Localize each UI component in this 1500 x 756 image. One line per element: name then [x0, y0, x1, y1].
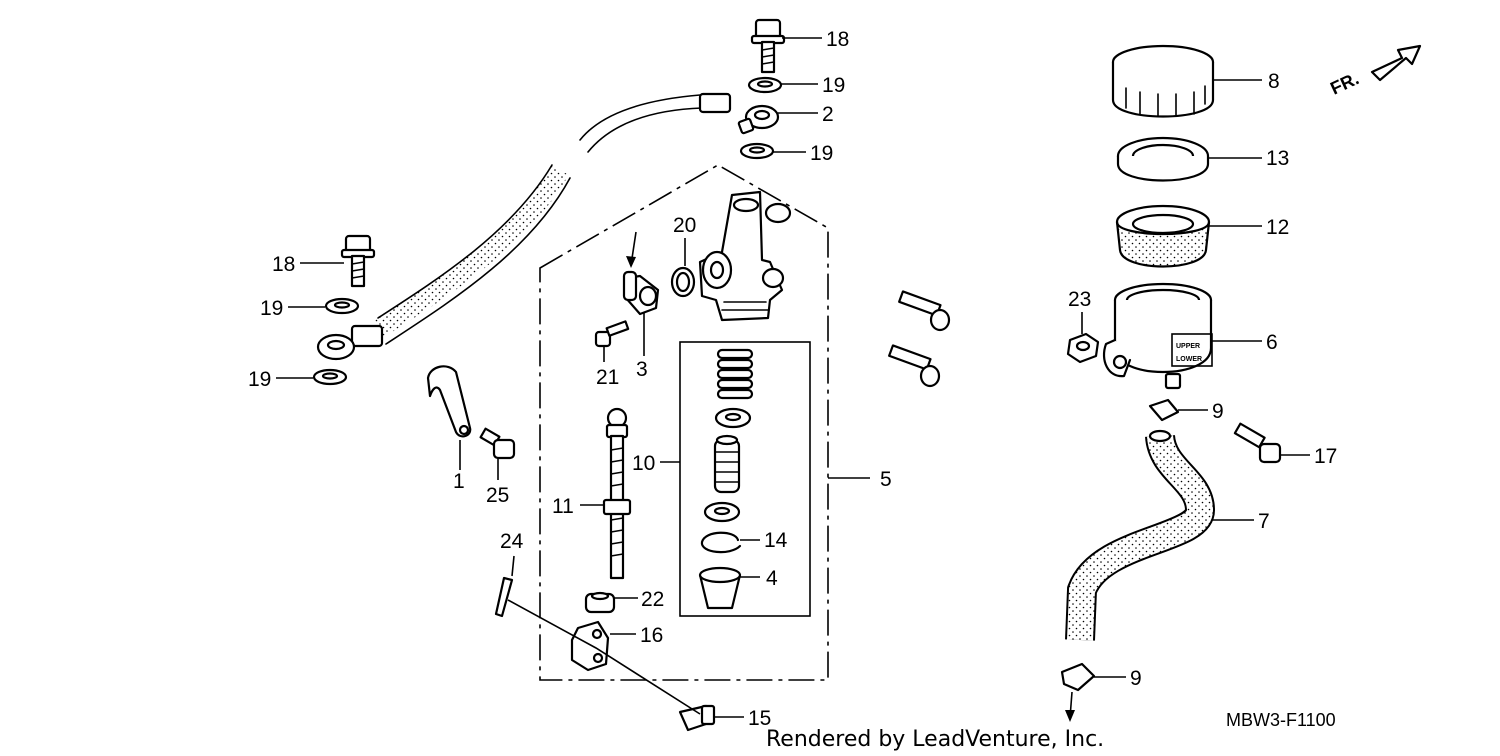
piston-set-frame	[679, 341, 811, 617]
reservoir-cap[interactable]	[1111, 44, 1215, 118]
callout-8: 8	[1268, 70, 1280, 93]
master-cylinder-assembly-boundary	[539, 164, 829, 681]
callout-21: 21	[596, 366, 619, 389]
pin-alignment-line	[507, 599, 701, 715]
callout-23: 23	[1068, 288, 1091, 311]
callout-3: 3	[636, 358, 648, 381]
banjo-fitting-top[interactable]	[737, 104, 780, 135]
snap-ring[interactable]	[700, 531, 742, 554]
callout-1: 1	[453, 470, 465, 493]
push-rod-joint[interactable]	[570, 620, 610, 672]
callout-16: 16	[640, 624, 663, 647]
callout-14: 14	[764, 529, 788, 552]
sealing-washer-top-2[interactable]	[739, 142, 775, 160]
push-rod[interactable]	[602, 407, 632, 580]
cotter-pin[interactable]	[494, 576, 514, 618]
callout-15: 15	[748, 707, 771, 730]
joint-screw[interactable]	[594, 320, 630, 348]
brake-hose[interactable]	[350, 92, 732, 348]
callout-19-top-1: 19	[822, 74, 845, 97]
callout-9-top: 9	[1212, 400, 1224, 423]
callout-18-left: 18	[272, 253, 295, 276]
union-bolt-top[interactable]	[750, 18, 786, 74]
front-marker-label: FR.	[1327, 68, 1362, 98]
callout-20: 20	[673, 214, 696, 237]
o-ring[interactable]	[670, 266, 696, 298]
hose-clip-bottom[interactable]	[1060, 662, 1096, 722]
callout-11: 11	[552, 495, 574, 518]
callout-19-left-1: 19	[260, 297, 283, 320]
callout-25: 25	[486, 484, 509, 507]
joint-pin[interactable]	[678, 704, 716, 732]
diaphragm[interactable]	[1115, 204, 1211, 268]
mounting-bolt-2[interactable]	[888, 344, 941, 388]
reservoir-joint[interactable]	[622, 231, 660, 316]
front-direction-marker: FR.	[1327, 44, 1422, 99]
callout-2: 2	[822, 103, 834, 126]
callout-4: 4	[766, 567, 778, 590]
callout-5: 5	[880, 468, 892, 491]
clamp-bolt[interactable]	[479, 427, 516, 460]
secondary-cup[interactable]	[703, 501, 741, 523]
callout-19-left-2: 19	[248, 368, 271, 391]
callout-22: 22	[641, 588, 664, 611]
callout-13: 13	[1266, 147, 1289, 170]
master-cylinder-body[interactable]	[698, 190, 792, 322]
union-bolt-left[interactable]	[340, 234, 376, 288]
sealing-washer-left-1[interactable]	[324, 297, 360, 315]
diagram-code: MBW3-F1100	[1226, 710, 1336, 730]
callout-7: 7	[1258, 510, 1270, 533]
banjo-fitting-bottom[interactable]	[316, 333, 356, 361]
leader-lines	[276, 37, 1310, 718]
render-credit: Rendered by LeadVenture, Inc.	[766, 727, 1104, 752]
callout-12: 12	[1266, 216, 1289, 239]
reservoir-tank[interactable]: UPPER LOWER	[1102, 282, 1213, 390]
sealing-washer-left-2[interactable]	[312, 368, 348, 386]
callout-24: 24	[500, 530, 524, 553]
reservoir-bolt[interactable]	[1233, 422, 1282, 464]
reservoir-nut[interactable]	[1066, 332, 1100, 364]
callout-18-top: 18	[826, 28, 849, 51]
hose-clip-top[interactable]	[1148, 398, 1180, 422]
callout-17: 17	[1314, 445, 1337, 468]
callout-numbers: 18 19 2 19 18 19 19 1 25 3 21 20 10 11 2…	[248, 28, 1337, 730]
reservoir-hose[interactable]	[1065, 429, 1216, 641]
callout-6: 6	[1266, 331, 1278, 354]
callout-10: 10	[632, 452, 655, 475]
primary-cup[interactable]	[714, 407, 752, 429]
piston[interactable]	[713, 434, 741, 494]
sealing-washer-top-1[interactable]	[747, 76, 783, 94]
reservoir-label-upper: UPPER	[1176, 343, 1200, 350]
lock-nut[interactable]	[584, 591, 616, 614]
reservoir-label-lower: LOWER	[1176, 356, 1202, 363]
spring[interactable]	[716, 348, 754, 400]
hose-clamp[interactable]	[426, 365, 472, 438]
mounting-bolt-1[interactable]	[898, 290, 951, 332]
diaphragm-plate[interactable]	[1116, 136, 1210, 182]
boot[interactable]	[698, 566, 742, 610]
arrow-icon	[1370, 44, 1422, 82]
callout-19-top-2: 19	[810, 142, 833, 165]
callout-9-bottom: 9	[1130, 667, 1142, 690]
